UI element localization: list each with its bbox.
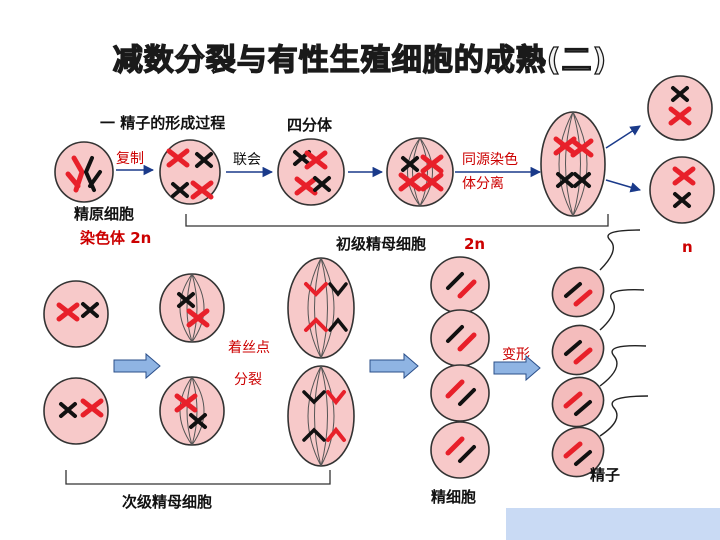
corner-decoration (506, 508, 720, 540)
spermatid-label: 精细胞 (431, 488, 476, 506)
tetrad-cell (277, 138, 345, 206)
primary-2n-label: 2n (464, 235, 485, 253)
arrow-daughter-2 (605, 179, 642, 193)
block-arrow-2 (369, 352, 419, 380)
centromere-label-2: 分裂 (234, 372, 262, 388)
sperm-4 (551, 395, 649, 478)
page-title: 减数分裂与有性生殖细胞的成熟(二) (113, 43, 607, 78)
secondary-spermatocyte-bracket (65, 470, 331, 485)
metaphase-ii-cell-bottom (159, 376, 225, 446)
arrow-daughter-1 (605, 125, 641, 149)
secondary-cell-bottom (43, 377, 109, 445)
homolog-separation-label-2: 体分离 (462, 175, 504, 192)
secondary-cell-top (43, 280, 109, 348)
primary-spermatocyte-label: 初级精母细胞 (336, 235, 426, 253)
sperm-3 (551, 345, 647, 428)
metaphase-i-cell (386, 137, 454, 207)
spermatid-4 (430, 421, 490, 479)
secondary-spermatocyte-label: 次级精母细胞 (122, 493, 212, 511)
block-arrow-1 (113, 352, 161, 380)
spermatid-2 (430, 309, 490, 367)
daughter-cell-top (647, 75, 713, 141)
spermatid-1 (430, 256, 490, 314)
replicated-cell (159, 139, 221, 205)
chromosome-2n-label: 染色体 2n (79, 229, 151, 247)
replication-label: 复制 (116, 150, 144, 167)
daughter-cell-bottom (649, 156, 715, 224)
synapsis-label: 联会 (233, 152, 261, 168)
sperm-2 (551, 289, 645, 376)
block-arrow-3 (493, 354, 541, 382)
metaphase-ii-cell-top (159, 273, 225, 343)
sperm-label: 精子 (590, 466, 620, 484)
spermatogonium-label: 精原细胞 (74, 205, 134, 223)
tetrad-label: 四分体 (287, 116, 333, 134)
anaphase-ii-cell-bottom (287, 365, 355, 467)
primary-spermatocyte-bracket (185, 214, 609, 227)
anaphase-ii-cell-top (287, 257, 355, 359)
spermatid-3 (430, 364, 490, 422)
sperm-1 (551, 229, 641, 318)
transformation-label: 变形 (502, 347, 530, 363)
homolog-separation-label-1: 同源染色 (462, 151, 518, 168)
spermatogonium-cell (54, 141, 114, 203)
anaphase-i-cell (540, 111, 606, 217)
n-label: n (682, 238, 693, 256)
section-heading: 一 精子的形成过程 (100, 114, 225, 132)
centromere-label-1: 着丝点 (228, 340, 270, 356)
